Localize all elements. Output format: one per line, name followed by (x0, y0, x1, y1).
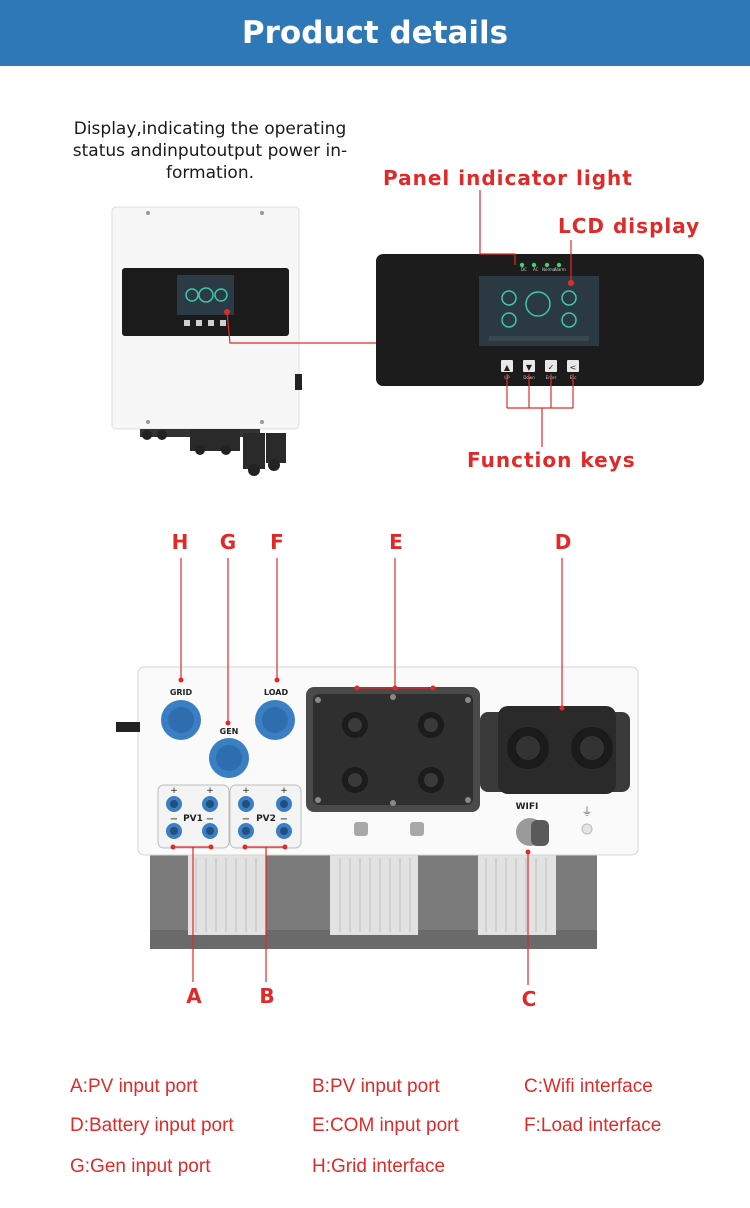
svg-text:✓: ✓ (548, 363, 555, 372)
legend-item: B:PV input port (312, 1076, 440, 1097)
svg-text:+: + (170, 786, 178, 796)
page-title: Product details (241, 15, 509, 51)
header-banner (0, 0, 750, 66)
top-leader-lines (479, 190, 575, 447)
svg-text:+: + (206, 786, 214, 796)
marker-f: F (270, 530, 284, 554)
svg-text:⏚: ⏚ (582, 805, 593, 818)
legend-item: A:PV input port (70, 1076, 198, 1097)
indicator-dc-label: DC (521, 267, 527, 272)
panel-indicator-callout: Panel indicator light (383, 166, 633, 190)
svg-text:<: < (570, 363, 577, 372)
pv2-label: PV2 (256, 814, 276, 824)
description-line: formation. (165, 163, 255, 183)
marker-h: H (171, 530, 189, 554)
svg-text:+: + (242, 786, 250, 796)
function-keys-callout: Function keys (467, 448, 636, 472)
marker-d: D (554, 530, 572, 554)
indicator-alarm-label: Alarm (554, 267, 566, 272)
svg-text:−: − (242, 814, 250, 825)
legend-item: D:Battery input port (70, 1115, 234, 1136)
bottom-leader-lines (173, 558, 563, 985)
svg-text:−: − (206, 814, 214, 825)
marker-c: C (521, 987, 537, 1011)
indicator-normal-label: Normal (542, 267, 556, 272)
svg-text:▲: ▲ (504, 363, 511, 372)
marker-g: G (219, 530, 237, 554)
indicator-ac-label: AC (533, 267, 539, 272)
legend-item: H:Grid interface (312, 1156, 446, 1177)
lcd-display-callout: LCD display (558, 214, 701, 238)
inverter-front (111, 206, 302, 476)
wifi-port-label: WIFI (516, 802, 539, 812)
legend-item: G:Gen input port (70, 1156, 211, 1177)
svg-text:−: − (170, 814, 178, 825)
marker-b: B (259, 984, 275, 1008)
svg-text:+: + (280, 786, 288, 796)
zoomed-control-panel: DC AC Normal Alarm ▲ ▼ ✓ < UP Down Enter… (376, 254, 704, 386)
svg-text:−: − (280, 814, 288, 825)
inverter-bottom: + + + + − − − − ⏚ GRID GEN LOAD PV1 (116, 666, 639, 949)
marker-a: A (186, 984, 202, 1008)
leader-dots (170, 677, 565, 855)
gen-port-label: GEN (220, 727, 239, 736)
legend-item: C:Wifi interface (524, 1076, 653, 1097)
display-description: Display,indicating the operating status … (60, 118, 360, 184)
legend-item: E:COM input port (312, 1115, 459, 1136)
legend-item: F:Load interface (524, 1115, 662, 1136)
grid-port-label: GRID (170, 688, 193, 697)
description-line: status andinputoutput power in- (72, 141, 348, 161)
load-port-label: LOAD (264, 688, 289, 697)
description-line: Display,indicating the operating (73, 119, 347, 139)
pv1-label: PV1 (183, 814, 203, 824)
svg-text:▼: ▼ (526, 363, 533, 372)
marker-e: E (389, 530, 403, 554)
